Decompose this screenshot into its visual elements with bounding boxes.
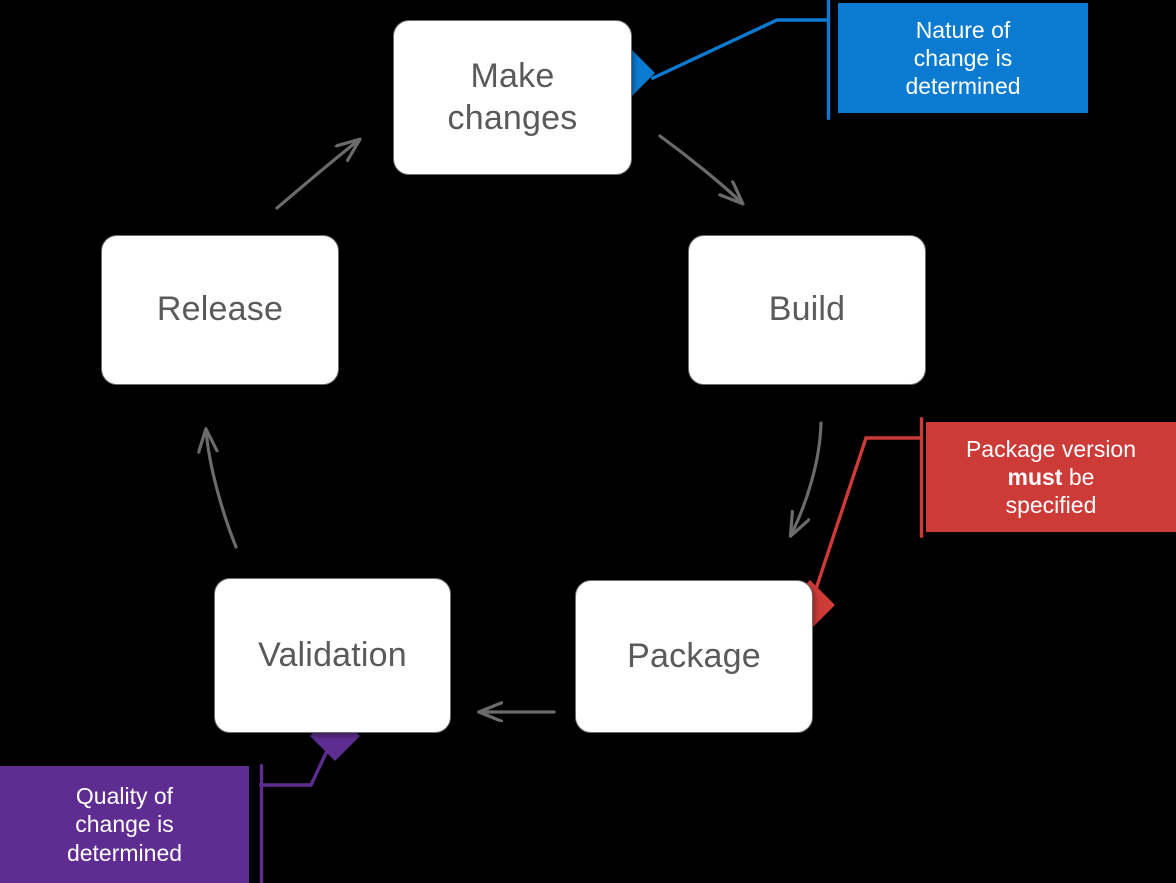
node-build[interactable]: Build — [688, 235, 926, 385]
node-validation-label: Validation — [258, 635, 407, 674]
node-package-label: Package — [627, 636, 761, 675]
node-package[interactable]: Package — [575, 580, 813, 733]
leader-purple-line — [259, 735, 336, 787]
callout-quality-of-change-label: Quality of change is determined — [66, 783, 183, 866]
leader-purple — [259, 735, 336, 883]
node-validation[interactable]: Validation — [214, 578, 451, 733]
arrow-build-to-package — [791, 421, 823, 535]
node-release-label: Release — [156, 290, 284, 329]
node-make-changes-label: Make changes — [447, 57, 578, 137]
node-build-label: Build — [768, 290, 846, 329]
node-make-changes[interactable]: Make changes — [393, 20, 632, 175]
leader-red-line — [808, 436, 923, 607]
callout-package-version-label: Package version must be specified — [965, 435, 1137, 519]
arrow-make-changes-to-build — [658, 134, 742, 203]
leader-blue-line — [650, 18, 830, 81]
leader-blue — [650, 0, 831, 120]
arrow-validation-to-release — [206, 430, 238, 549]
leader-red — [808, 417, 924, 607]
callout-package-version[interactable]: Package version must be specified — [926, 422, 1176, 532]
callout-quality-of-change[interactable]: Quality of change is determined — [0, 766, 249, 883]
arrow-release-to-make-changes — [275, 140, 359, 210]
node-release[interactable]: Release — [101, 235, 339, 385]
callout-nature-of-change-label: Nature of change is determined — [905, 16, 1021, 100]
callout-nature-of-change[interactable]: Nature of change is determined — [838, 3, 1088, 113]
